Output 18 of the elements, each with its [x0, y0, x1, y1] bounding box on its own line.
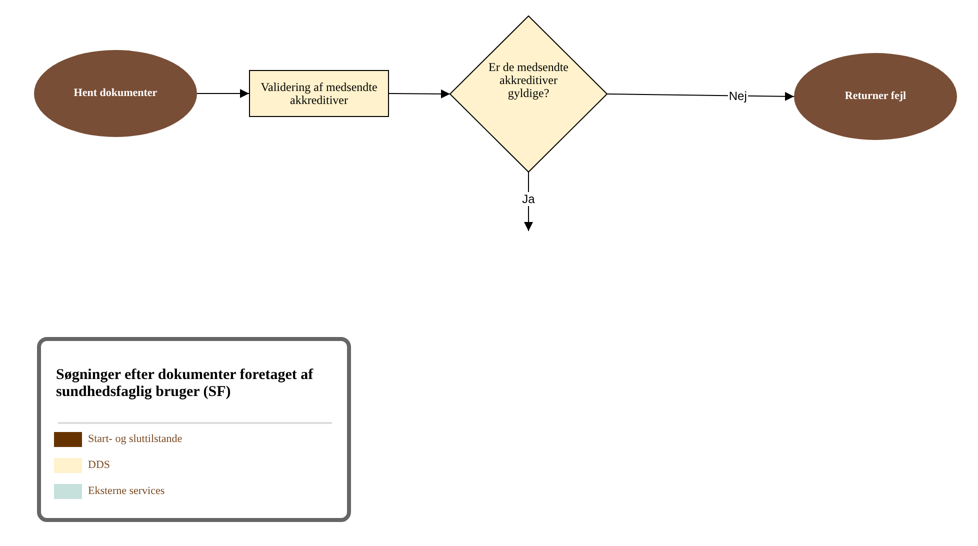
node-label: Er de medsendte akkreditiver gyldige?: [488, 60, 570, 100]
process-box: [249, 70, 389, 117]
node-label: Hent dokumenter: [72, 87, 158, 100]
edge-label: Ja: [521, 192, 536, 206]
arrow: [196, 89, 250, 98]
legend-label: Eksterne services: [88, 484, 165, 499]
end-ellipse: [794, 53, 957, 140]
node-label: Validering af medsendte akkreditiver: [260, 80, 378, 106]
edge-label: Nej: [728, 88, 748, 103]
legend-label: DDS: [88, 458, 110, 473]
arrow: [524, 172, 533, 232]
node-label: Returner fejl: [844, 90, 908, 103]
decision-diamond: [450, 16, 607, 172]
legend-label: Start- og sluttilstande: [88, 432, 182, 447]
arrow: [606, 92, 794, 101]
legend-title: Søgninger efter dokumenter foretaget af sundhedsfaglig bruger (SF): [56, 367, 314, 401]
arrow: [388, 89, 450, 98]
start-ellipse: [34, 50, 197, 137]
